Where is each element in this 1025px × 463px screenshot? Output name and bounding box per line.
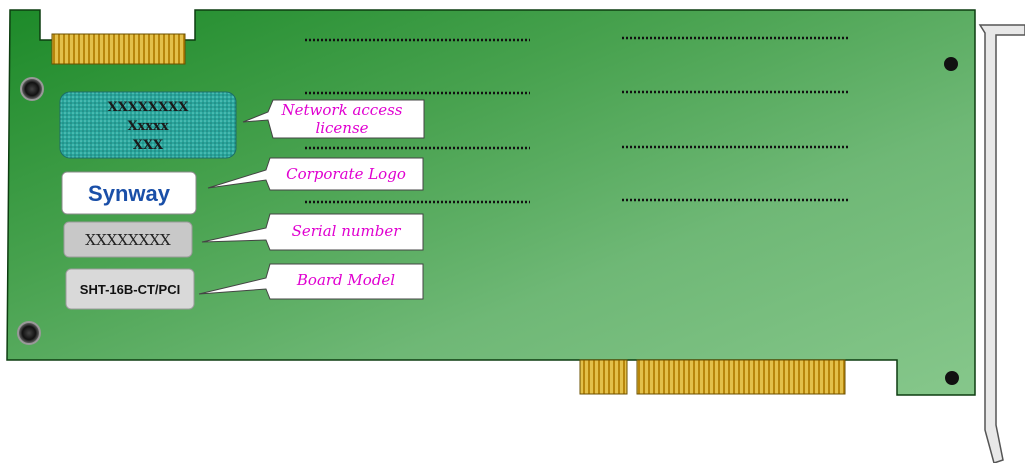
- callout-serial-number-text: Serial number: [292, 222, 402, 240]
- pci-gold-fingers-right: [636, 359, 846, 395]
- callout-network-license-line1: Network access: [281, 101, 403, 119]
- board-model-value: SHT-16B-CT/PCI: [80, 282, 180, 297]
- mount-hole-bottom-right: [945, 371, 959, 385]
- callout-serial-number: Serial number: [201, 213, 424, 251]
- network-license-sticker: [59, 91, 237, 159]
- corporate-logo: Synway: [88, 181, 171, 206]
- serial-number-sticker: [63, 221, 193, 258]
- callout-network-license-line2: license: [315, 119, 368, 137]
- callout-board-model-text: Board Model: [296, 271, 395, 289]
- pci-gold-fingers-left: [579, 359, 628, 395]
- mount-hole-bottom-left: [17, 321, 41, 345]
- callout-board-model: Board Model: [198, 263, 424, 300]
- callout-network-license: Network access license: [242, 99, 425, 139]
- top-gold-connector: [51, 33, 186, 65]
- license-line-2: Xxxxx: [127, 119, 168, 134]
- serial-number-value: XXXXXXXX: [85, 231, 171, 249]
- mount-hole-top-right: [944, 57, 958, 71]
- board-model-sticker: [65, 268, 195, 310]
- metal-bracket: [978, 24, 1025, 463]
- callout-corporate-logo: Corporate Logo: [207, 157, 424, 191]
- callout-corporate-logo-text: Corporate Logo: [286, 165, 406, 183]
- license-line-3: XXX: [133, 138, 164, 153]
- mount-hole-top-left: [20, 77, 44, 101]
- license-line-1: XXXXXXXX: [108, 100, 190, 115]
- chip-pin-rows: [305, 36, 850, 204]
- corporate-logo-badge: [61, 171, 197, 215]
